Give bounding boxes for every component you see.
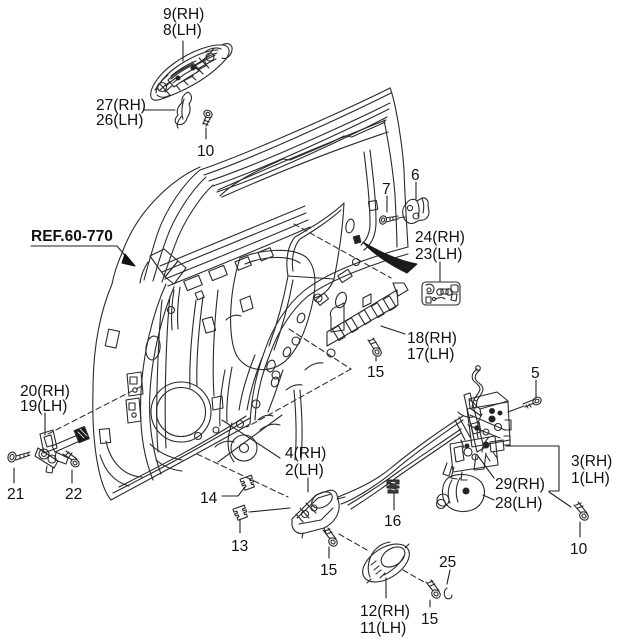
svg-text:14: 14 [200, 490, 218, 507]
svg-text:25: 25 [439, 554, 456, 571]
svg-text:8(LH): 8(LH) [163, 22, 202, 39]
svg-text:15: 15 [320, 562, 337, 579]
svg-text:REF.60-770: REF.60-770 [31, 228, 113, 245]
svg-text:28(LH): 28(LH) [495, 495, 542, 512]
svg-text:24(RH): 24(RH) [415, 229, 465, 246]
svg-text:27(RH): 27(RH) [96, 97, 146, 114]
svg-text:13: 13 [231, 538, 248, 555]
svg-text:10: 10 [197, 143, 215, 160]
svg-text:20(RH): 20(RH) [20, 383, 70, 400]
svg-text:4(RH): 4(RH) [285, 445, 326, 462]
svg-text:3(RH): 3(RH) [571, 453, 612, 470]
svg-text:29(RH): 29(RH) [495, 476, 545, 493]
svg-text:6: 6 [411, 167, 420, 184]
svg-text:17(LH): 17(LH) [407, 346, 454, 363]
svg-text:5: 5 [531, 365, 540, 382]
svg-text:22: 22 [65, 486, 82, 503]
svg-text:18(RH): 18(RH) [407, 330, 457, 347]
svg-text:21: 21 [7, 486, 24, 503]
svg-text:26(LH): 26(LH) [96, 112, 143, 129]
svg-text:1(LH): 1(LH) [571, 470, 610, 487]
svg-text:10: 10 [570, 541, 588, 558]
svg-text:23(LH): 23(LH) [415, 246, 462, 263]
svg-text:16: 16 [384, 513, 401, 530]
svg-text:15: 15 [421, 611, 438, 628]
svg-text:11(LH): 11(LH) [360, 620, 406, 637]
svg-text:15: 15 [367, 364, 384, 381]
svg-text:2(LH): 2(LH) [285, 462, 324, 479]
svg-text:9(RH): 9(RH) [163, 6, 204, 23]
svg-text:7: 7 [382, 181, 391, 198]
svg-text:12(RH): 12(RH) [360, 603, 410, 620]
svg-text:19(LH): 19(LH) [20, 398, 67, 415]
